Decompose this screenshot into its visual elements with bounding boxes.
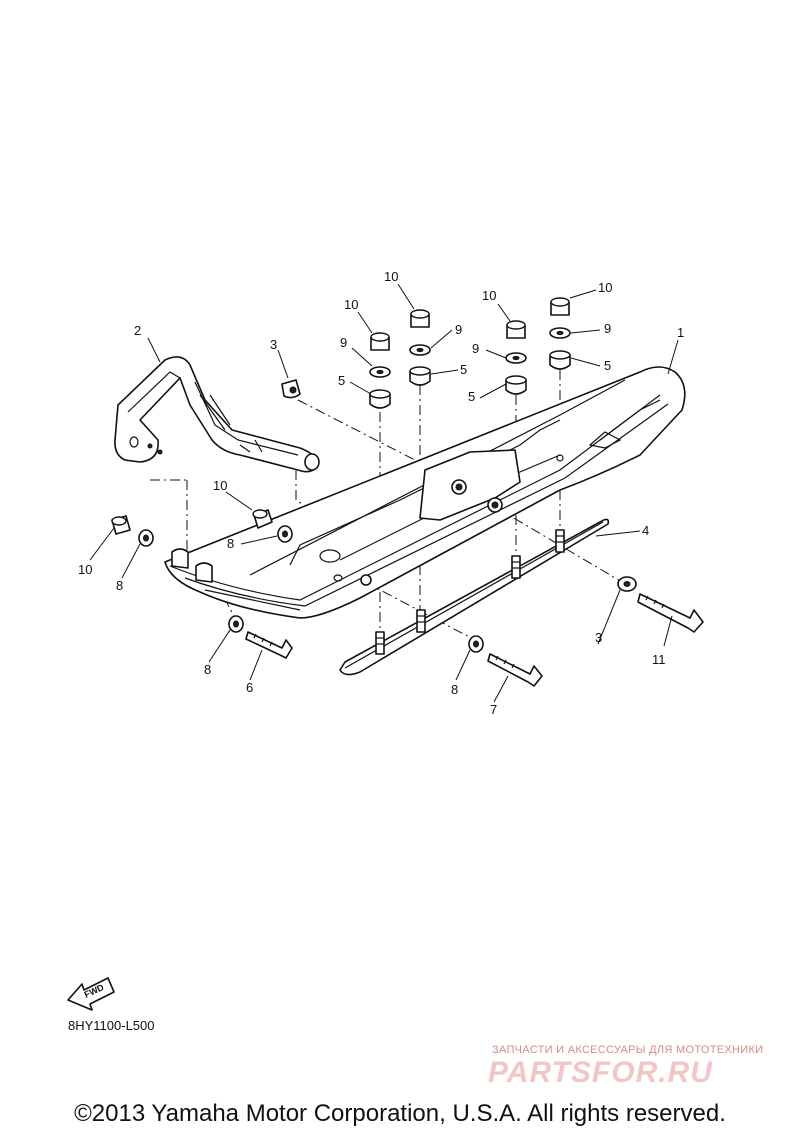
watermark-tagline: ЗАПЧАСТИ И АКСЕССУАРЫ ДЛЯ МОТОТЕХНИКИ <box>492 1044 764 1056</box>
callout-9-b: 9 <box>455 322 462 337</box>
diagram-code: 8HY1100-L500 <box>68 1018 155 1033</box>
stack-hardware <box>369 297 571 409</box>
callout-4: 4 <box>642 523 649 538</box>
callout-10-b: 10 <box>384 269 398 284</box>
callout-5-a: 5 <box>338 373 345 388</box>
callout-8-d: 8 <box>227 536 234 551</box>
callout-10-f: 10 <box>213 478 227 493</box>
callout-11: 11 <box>652 652 666 667</box>
callout-1: 1 <box>677 325 684 340</box>
callout-10-a: 10 <box>344 297 358 312</box>
callout-9-c: 9 <box>472 341 479 356</box>
watermark-brand: PARTSFOR.RU <box>488 1056 713 1089</box>
callout-9-a: 9 <box>340 335 347 350</box>
callout-2: 2 <box>134 323 141 338</box>
callout-8-a: 8 <box>204 662 211 677</box>
leader-lines <box>89 283 679 703</box>
grab-handle <box>114 356 320 473</box>
callout-9-d: 9 <box>604 321 611 336</box>
loose-hardware <box>111 379 704 687</box>
callout-8-c: 8 <box>116 578 123 593</box>
fwd-arrow-icon: FWD <box>67 977 115 1011</box>
runner-studs <box>375 529 565 655</box>
copyright-notice: ©2013 Yamaha Motor Corporation, U.S.A. A… <box>74 1100 726 1127</box>
callout-3-top: 3 <box>270 337 277 352</box>
callout-10-c: 10 <box>482 288 496 303</box>
callout-8-b: 8 <box>451 682 458 697</box>
callout-labels: 1 2 3 3 4 5 5 5 5 6 7 8 8 8 8 9 9 9 9 10… <box>78 269 684 717</box>
ski-body <box>164 366 686 619</box>
callout-5-d: 5 <box>604 358 611 373</box>
callout-3-right: 3 <box>595 630 602 645</box>
callout-6: 6 <box>246 680 253 695</box>
runner-bar <box>339 518 610 676</box>
callout-10-e: 10 <box>78 562 92 577</box>
callout-5-b: 5 <box>460 362 467 377</box>
callout-10-d: 10 <box>598 280 612 295</box>
callout-7: 7 <box>490 702 497 717</box>
callout-5-c: 5 <box>468 389 475 404</box>
